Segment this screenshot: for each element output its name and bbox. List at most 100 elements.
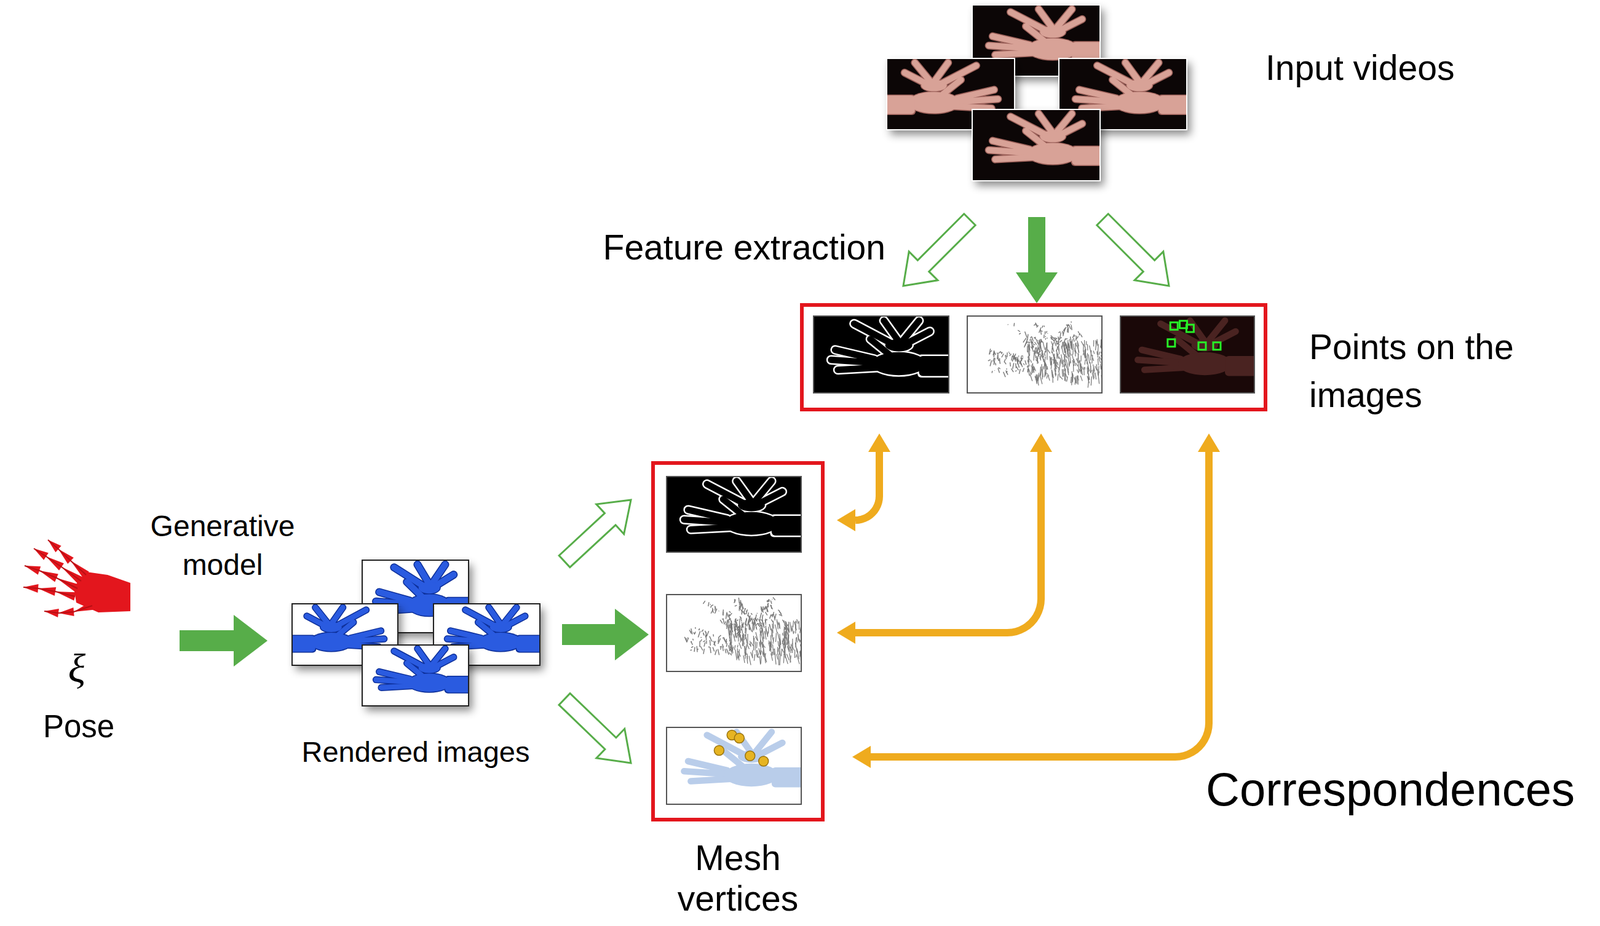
speckle: [706, 630, 709, 637]
speckle: [730, 634, 732, 644]
speckle: [1063, 330, 1065, 336]
speckle: [729, 613, 733, 616]
illustration-part: [886, 62, 999, 115]
speckle: [1095, 340, 1096, 345]
speckle: [1060, 376, 1063, 381]
speckle: [779, 611, 781, 615]
speckle: [800, 650, 801, 657]
speckle: [745, 646, 747, 651]
speckle: [694, 627, 697, 630]
speckle: [1056, 341, 1058, 343]
speckle: [774, 613, 777, 619]
group-label: Rendered images: [301, 734, 531, 770]
speckle: [1024, 342, 1027, 348]
feature-point: [1167, 339, 1176, 347]
flow-arrow: [179, 630, 234, 652]
speckle: [994, 370, 996, 372]
mesh-vertex: [758, 756, 769, 767]
speckle: [756, 622, 758, 625]
speckle: [1050, 335, 1053, 340]
speckle: [1077, 331, 1079, 334]
speckle: [756, 641, 758, 649]
speckle: [1092, 369, 1094, 374]
wrist: [919, 356, 949, 377]
speckle: [1057, 354, 1059, 357]
speckle: [1052, 344, 1054, 350]
speckle: [991, 370, 994, 373]
speckle: [785, 656, 788, 665]
speckle: [692, 638, 694, 641]
speckle: [748, 656, 751, 666]
frame-border: [972, 109, 1101, 181]
speckle: [790, 643, 792, 654]
speckle: [1077, 352, 1080, 363]
speckle: [1044, 336, 1046, 337]
speckle: [700, 639, 702, 642]
speckle: [794, 621, 797, 631]
wrist: [292, 635, 317, 654]
speckle: [731, 641, 733, 652]
box-heading: Mesh vertices: [654, 837, 821, 919]
speckle: [744, 627, 746, 634]
speckle: [753, 635, 755, 644]
speckle: [782, 640, 785, 651]
speckle: [771, 628, 773, 637]
speckle: [791, 625, 793, 631]
speckle: [757, 652, 759, 656]
speckle: [1071, 325, 1072, 331]
speckle: [744, 613, 746, 615]
speckle: [693, 646, 695, 652]
speckle: [1049, 356, 1051, 366]
speckle: [1037, 374, 1039, 382]
speckle: [775, 624, 778, 633]
speckle: [1066, 343, 1069, 352]
speckle: [734, 627, 737, 638]
speckle: [1076, 336, 1079, 340]
finger: [381, 685, 414, 688]
speckle: [1005, 370, 1008, 375]
finger: [1075, 99, 1120, 103]
speckle: [742, 611, 746, 615]
speckle: [725, 613, 727, 619]
frame-ground: [967, 316, 1102, 393]
speckle: [777, 640, 780, 646]
speckle: [769, 624, 771, 628]
speckle: [777, 648, 779, 653]
speckle: [739, 603, 743, 610]
speckle: [1040, 329, 1042, 336]
speckle: [775, 632, 777, 642]
speckle: [1093, 340, 1094, 347]
speckle: [698, 629, 700, 631]
speckle: [1096, 341, 1098, 347]
speckle: [739, 625, 741, 631]
group-label: Input videos: [1265, 46, 1455, 89]
pose-bone-line: [33, 548, 82, 582]
speckle: [772, 621, 774, 630]
speckle: [710, 605, 714, 607]
speckle: [1022, 368, 1024, 373]
speckle: [1061, 346, 1064, 355]
speckle: [1044, 356, 1046, 361]
palm: [1026, 143, 1078, 165]
speckle: [1072, 360, 1074, 366]
wrist: [292, 635, 316, 652]
speckle: [1026, 333, 1029, 340]
speckle: [748, 624, 752, 632]
speckle: [1080, 375, 1083, 382]
finger: [1144, 367, 1185, 371]
speckle: [756, 613, 758, 614]
wrist: [1071, 145, 1101, 167]
finger: [838, 367, 879, 371]
speckle: [1039, 339, 1042, 349]
speckle: [1074, 348, 1077, 354]
finger: [683, 771, 730, 775]
palm: [320, 622, 342, 633]
speckle: [1087, 367, 1088, 374]
palm: [1039, 26, 1066, 39]
speckle: [1025, 331, 1028, 338]
speckle: [1095, 372, 1096, 380]
speckle: [750, 641, 754, 646]
illustration-part: [988, 113, 1101, 167]
speckle: [744, 645, 745, 654]
speckle: [1011, 368, 1014, 373]
